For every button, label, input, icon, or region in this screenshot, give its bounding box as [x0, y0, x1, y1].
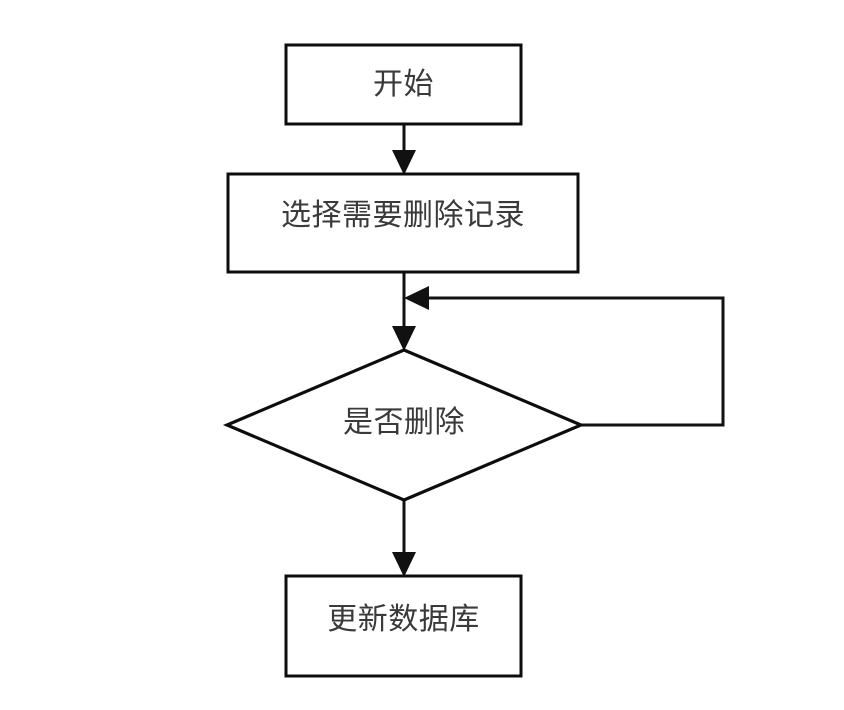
- edge-decision-to-update-arrowhead-icon: [392, 552, 416, 577]
- edge-decision-to-update: [392, 500, 416, 577]
- node-select-records-shape[interactable]: [226, 172, 580, 274]
- edge-decision-loop-back-path: [420, 296, 725, 427]
- node-decision-delete-shape[interactable]: [222, 348, 586, 502]
- node-decision-delete-label: 是否删除: [343, 406, 465, 439]
- edge-start-to-select-arrowhead-icon: [392, 150, 416, 175]
- node-update-database-label: 更新数据库: [327, 603, 480, 636]
- edge-decision-loop-back: [404, 286, 725, 427]
- edge-select-to-decision: [392, 272, 416, 351]
- edge-decision-loop-back-arrowhead-icon: [404, 286, 429, 310]
- edge-start-to-select: [392, 124, 416, 175]
- node-start-label: 开始: [373, 68, 434, 101]
- node-start-shape[interactable]: [284, 43, 523, 126]
- node-update-database-shape[interactable]: [284, 574, 523, 678]
- node-select-records-label: 选择需要删除记录: [281, 199, 525, 232]
- edge-select-to-decision-arrowhead-icon: [392, 326, 416, 351]
